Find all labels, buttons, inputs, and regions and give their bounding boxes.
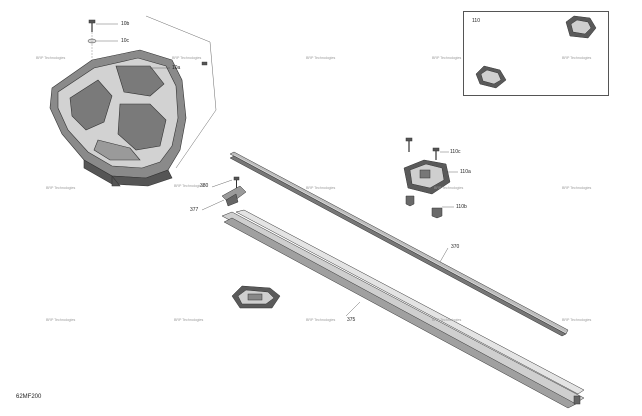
inset-mount-b <box>475 65 507 89</box>
rail-375 <box>221 209 585 409</box>
leader-375 <box>345 301 361 317</box>
watermark: BRP Technologies <box>562 186 592 190</box>
watermark: BRP Technologies <box>432 56 462 60</box>
screw-380 <box>233 176 240 188</box>
callout-380: 380 <box>200 183 209 189</box>
inset-mount-a <box>565 15 597 39</box>
watermark: BRP Technologies <box>562 56 592 60</box>
rail-370 <box>229 151 569 337</box>
leader-370 <box>439 247 449 263</box>
storage-tray-part <box>49 49 187 187</box>
watermark: BRP Technologies <box>432 318 462 322</box>
knob-110b <box>405 195 443 219</box>
tray-leader-line <box>145 15 217 169</box>
watermark: BRP Technologies <box>46 318 76 322</box>
leader-377 <box>201 199 225 211</box>
watermark: BRP Technologies <box>306 186 336 190</box>
watermark: BRP Technologies <box>46 186 76 190</box>
watermark: BRP Technologies <box>562 318 592 322</box>
callout-377: 377 <box>190 207 199 213</box>
callout-110a: 110a <box>460 169 471 175</box>
inset-label: 110 <box>472 18 480 24</box>
diagram-code: 62MF200 <box>16 394 42 400</box>
screw-110c <box>405 137 440 160</box>
watermark: BRP Technologies <box>434 186 464 190</box>
watermark: BRP Technologies <box>306 56 336 60</box>
screw-10b <box>88 19 96 32</box>
watermark: BRP Technologies <box>36 56 66 60</box>
callout-110c: 110c <box>450 149 461 155</box>
callout-370: 370 <box>451 244 460 250</box>
callout-375: 375 <box>347 317 356 323</box>
inset-frame <box>463 11 609 96</box>
screw-small <box>201 61 208 66</box>
callout-10a: 10a <box>172 65 181 71</box>
watermark: BRP Technologies <box>306 318 336 322</box>
watermark: BRP Technologies <box>174 318 204 322</box>
mount-loose <box>231 285 281 309</box>
watermark: BRP Technologies <box>172 56 202 60</box>
callout-110b: 110b <box>456 204 467 210</box>
mount-110a <box>403 159 451 195</box>
callout-10b: 10b <box>121 21 130 27</box>
bracket-377 <box>221 185 247 207</box>
watermark: BRP Technologies <box>174 184 204 188</box>
leader-380 <box>211 179 233 188</box>
callout-10c: 10c <box>121 38 130 44</box>
